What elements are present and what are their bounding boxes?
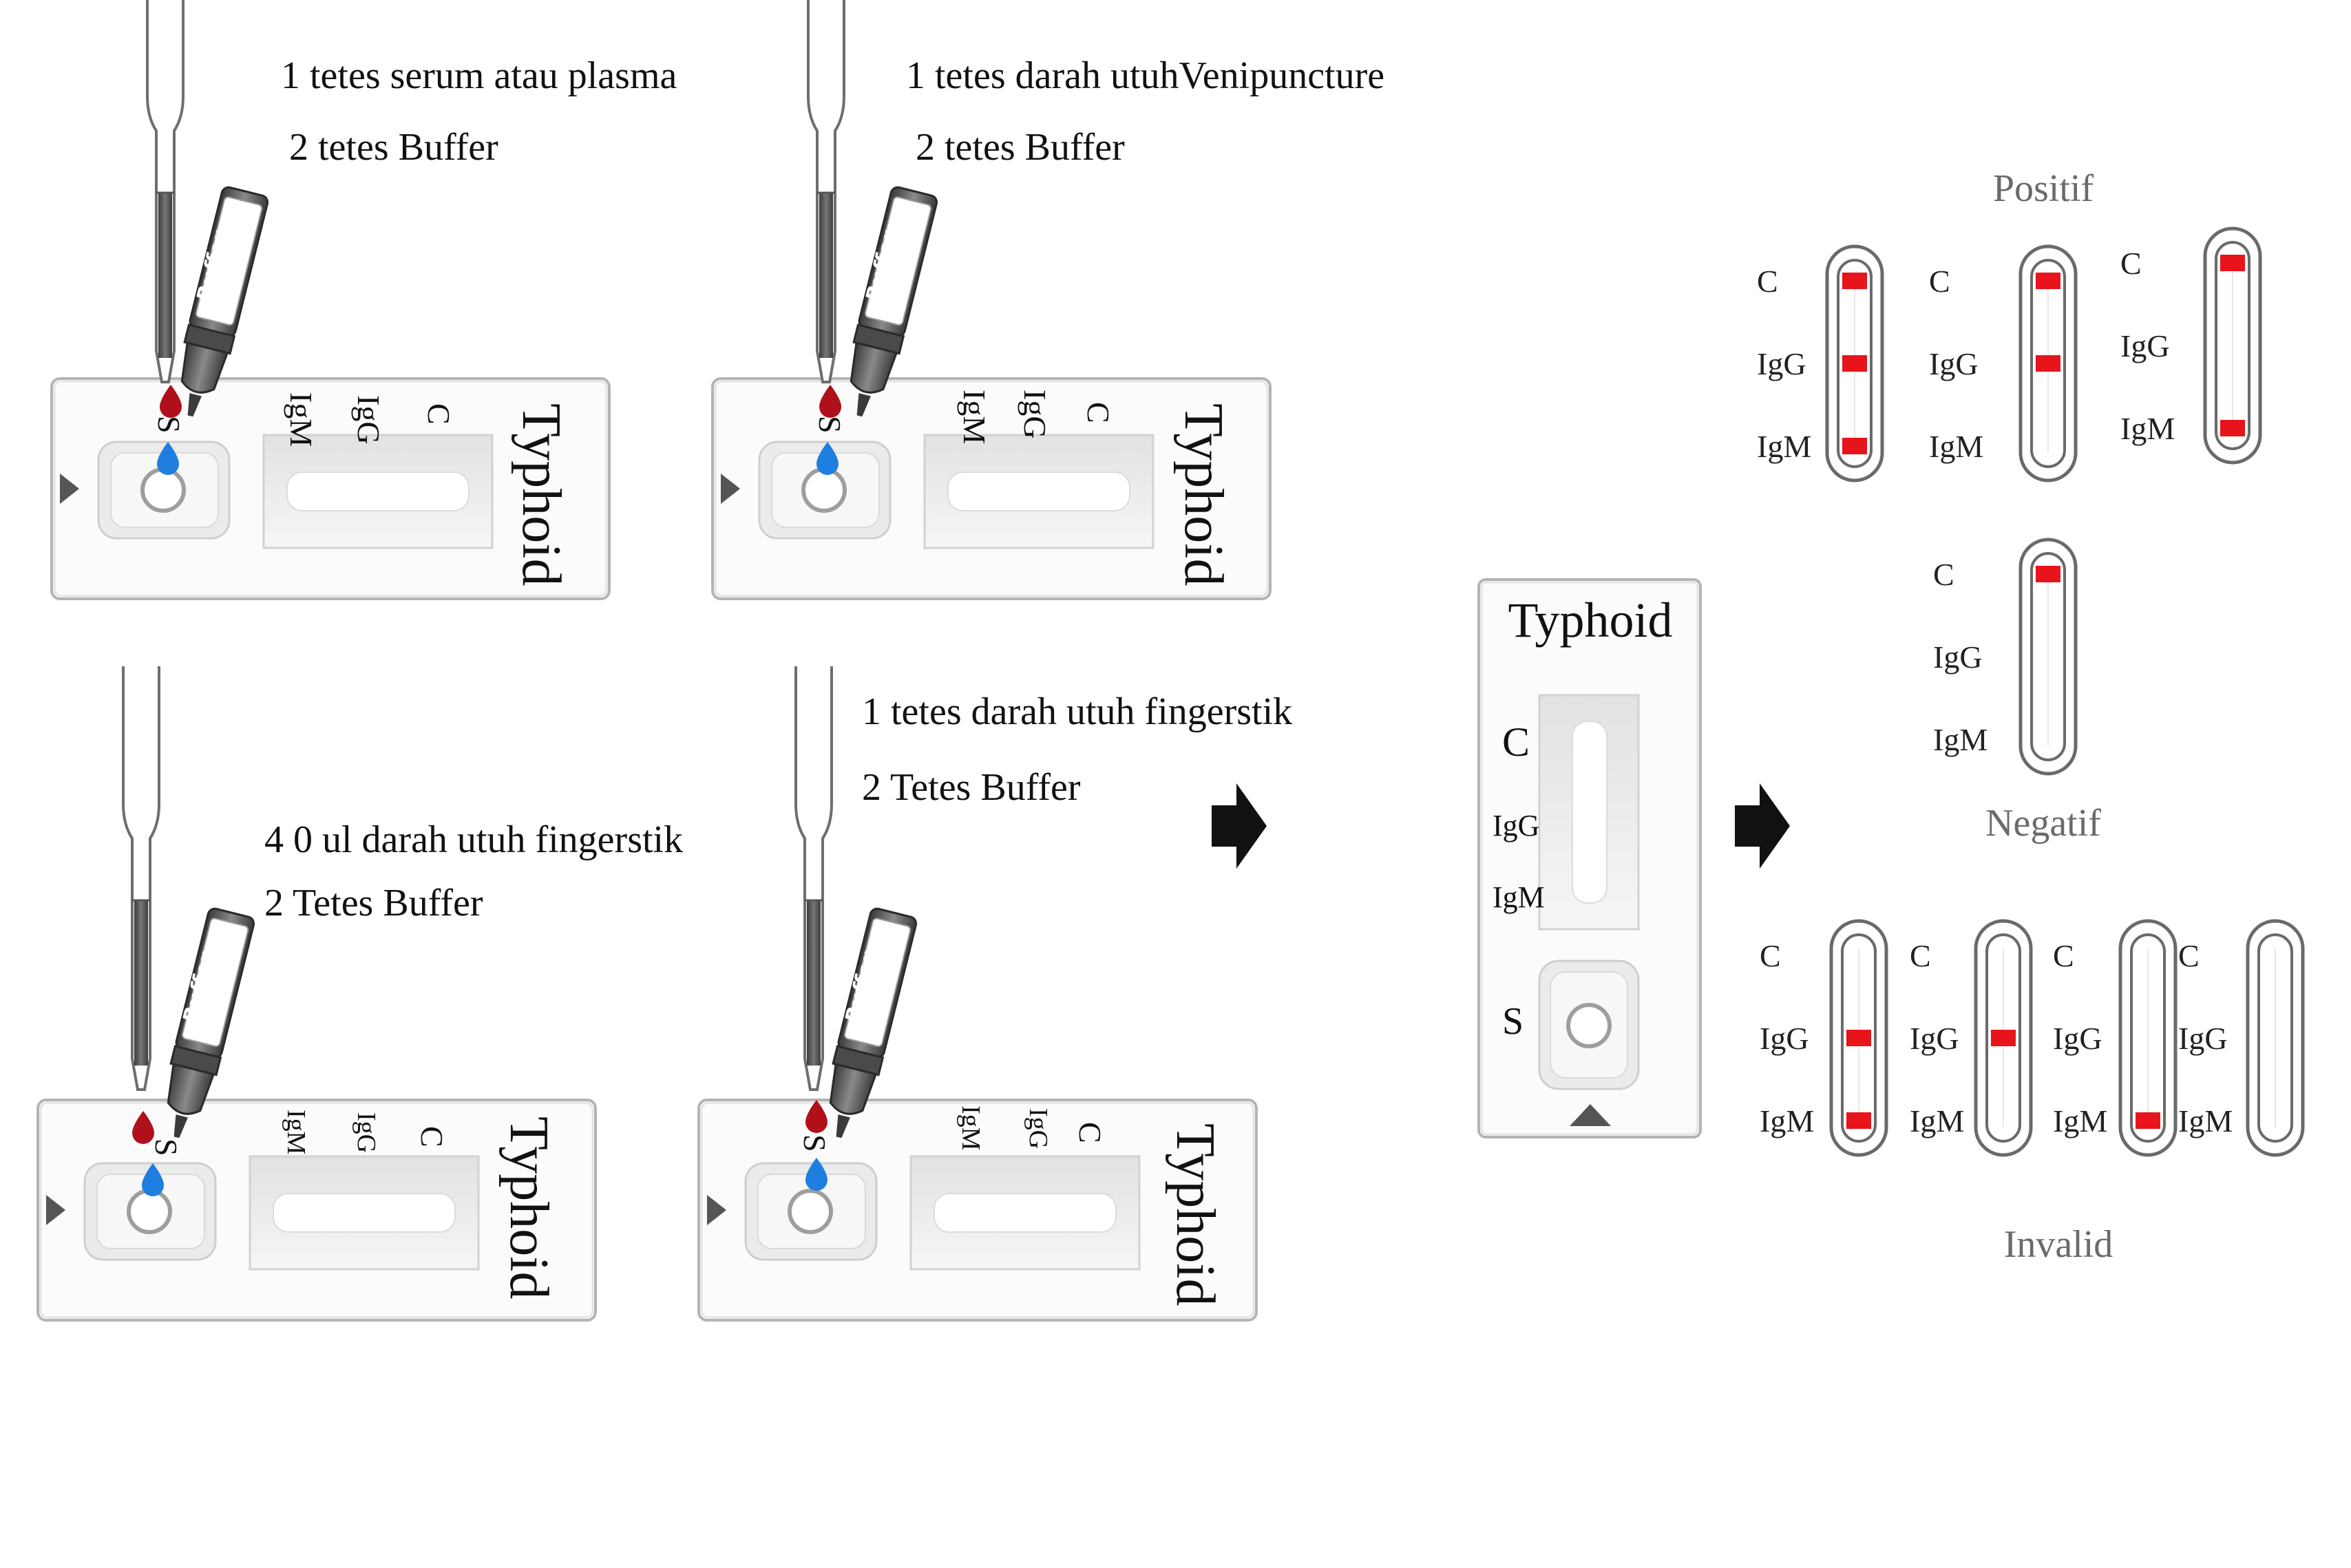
result-strip-invalid: C IgG IgM [2053, 921, 2175, 1155]
step-2-sample-text: 1 tetes darah utuhVenipuncture [906, 54, 1384, 97]
step-2-buffer-text: 2 tetes Buffer [916, 126, 1125, 169]
card-label-s: S [149, 1138, 184, 1156]
step-3-sample-text: 4 0 ul darah utuh fingerstik [264, 818, 683, 861]
card-brand-typhoid: Typhoid [498, 1116, 559, 1300]
card-label-c: C [414, 1126, 450, 1147]
dropper-3 [122, 665, 160, 1091]
result-label-igm: IgM [2053, 1103, 2107, 1138]
card-label-c: C [1073, 1122, 1108, 1143]
result-label-c: C [2178, 938, 2200, 973]
step-4-sample-text: 1 tetes darah utuh fingerstik [862, 690, 1292, 733]
result-label-c: C [1933, 557, 1954, 592]
card-label-s: S [797, 1134, 832, 1152]
card-label-s: S [1502, 1000, 1524, 1043]
result-label-igm: IgM [2178, 1103, 2233, 1138]
result-label-igm: IgM [1910, 1103, 1964, 1138]
result-line-igg [1846, 1030, 1871, 1046]
result-label-igg: IgG [2178, 1021, 2228, 1056]
result-label-c: C [1910, 938, 1931, 973]
result-label-c: C [2120, 246, 2142, 281]
result-line-igm [2136, 1112, 2160, 1129]
result-strips: C IgG IgM C IgG IgM C IgG IgM C IgG IgM C IgG IgM C IgG I… [1757, 229, 2303, 1155]
arrow-right-icon [1735, 783, 1790, 869]
result-strip-negative: C IgG IgM [1933, 540, 2076, 774]
result-line-c [2036, 273, 2060, 289]
negative-title: Negatif [1985, 802, 2101, 845]
step-4: Buffer 1 tetes darah utuh fingerstik 2 T… [699, 665, 1292, 1320]
result-line-igm [2220, 420, 2245, 436]
result-label-igm: IgM [1933, 722, 1988, 757]
result-strip-invalid: C IgG IgM [1760, 921, 1886, 1155]
dropper-4 [794, 665, 833, 1091]
step-1-buffer-text: 2 tetes Buffer [289, 126, 498, 169]
result-label-igm: IgM [1760, 1103, 1814, 1138]
positive-title: Positif [1993, 167, 2094, 210]
card-label-igg: IgG [1024, 1108, 1053, 1149]
result-label-igg: IgG [1757, 346, 1806, 381]
card-label-s: S [812, 416, 847, 434]
result-strip-invalid: C IgG IgM [2178, 921, 2303, 1155]
result-strip-positive: C IgG IgM [1929, 246, 2076, 480]
result-label-c: C [1760, 938, 1781, 973]
card-label-igm: IgM [957, 390, 992, 444]
step-3-buffer-text: 2 Tetes Buffer [264, 882, 483, 924]
result-capsule [2248, 921, 2303, 1155]
dropper-1 [146, 0, 185, 383]
card-label-igg: IgG [352, 1112, 381, 1153]
result-label-igm: IgM [2120, 411, 2175, 446]
card-label-s: S [151, 416, 187, 434]
result-line-igg [1991, 1030, 2016, 1046]
card-brand-typhoid: Typhoid [1508, 593, 1673, 648]
result-line-igg [2036, 355, 2060, 372]
result-line-igm [1842, 438, 1867, 454]
result-label-igg: IgG [1760, 1021, 1809, 1056]
card-label-c: C [421, 403, 456, 425]
step-4-buffer-text: 2 Tetes Buffer [862, 766, 1081, 809]
step-1: Buffer 1 tetes serum atau plasma 2 tetes… [52, 0, 677, 599]
result-line-igm [1846, 1112, 1871, 1129]
step-1-sample-text: 1 tetes serum atau plasma [281, 54, 677, 97]
step-2: Buffer 1 tetes darah utuhVenipuncture 2 … [713, 0, 1384, 599]
result-label-c: C [2053, 938, 2074, 973]
invalid-title: Invalid [2004, 1223, 2113, 1266]
result-label-igg: IgG [1933, 639, 1983, 675]
result-strip-positive: C IgG IgM [1757, 246, 1882, 480]
result-line-igg [1842, 355, 1867, 372]
result-line-c [1842, 273, 1867, 289]
result-label-c: C [1929, 264, 1950, 299]
card-brand-typhoid: Typhoid [1173, 403, 1234, 586]
card-label-igg: IgG [1018, 390, 1053, 439]
card-label-igg: IgG [1493, 809, 1539, 843]
card-label-igm: IgM [282, 1110, 310, 1154]
result-strip-positive: C IgG IgM [2120, 229, 2260, 463]
card-label-igm: IgM [1493, 880, 1545, 914]
result-label-igg: IgG [1910, 1021, 1959, 1056]
card-brand-typhoid: Typhoid [1165, 1123, 1225, 1306]
result-strip-invalid: C IgG IgM [1910, 921, 2031, 1155]
arrow-right-icon [1212, 783, 1267, 869]
result-line-c [2220, 255, 2245, 271]
vertical-test-card: Typhoid C IgG IgM S [1477, 578, 1702, 1138]
result-line-c [2036, 566, 2060, 582]
card-label-igm: IgM [284, 392, 319, 447]
step-3: Buffer 4 0 ul darah utuh fingerstik 2 Te… [38, 665, 683, 1320]
result-label-igm: IgM [1757, 429, 1811, 464]
result-label-igg: IgG [1929, 346, 1979, 381]
card-label-igm: IgM [956, 1105, 985, 1150]
result-label-igg: IgG [2120, 328, 2170, 363]
card-brand-typhoid: Typhoid [511, 403, 571, 586]
result-label-igm: IgM [1929, 429, 1983, 464]
result-label-igg: IgG [2053, 1021, 2102, 1056]
card-label-igg: IgG [351, 395, 386, 445]
card-label-c: C [1081, 402, 1116, 423]
dropper-2 [807, 0, 845, 383]
card-label-c: C [1502, 719, 1530, 765]
results-panel: Positif Negatif Invalid C IgG IgM C IgG IgM C I… [1757, 167, 2303, 1266]
result-label-c: C [1757, 264, 1778, 299]
